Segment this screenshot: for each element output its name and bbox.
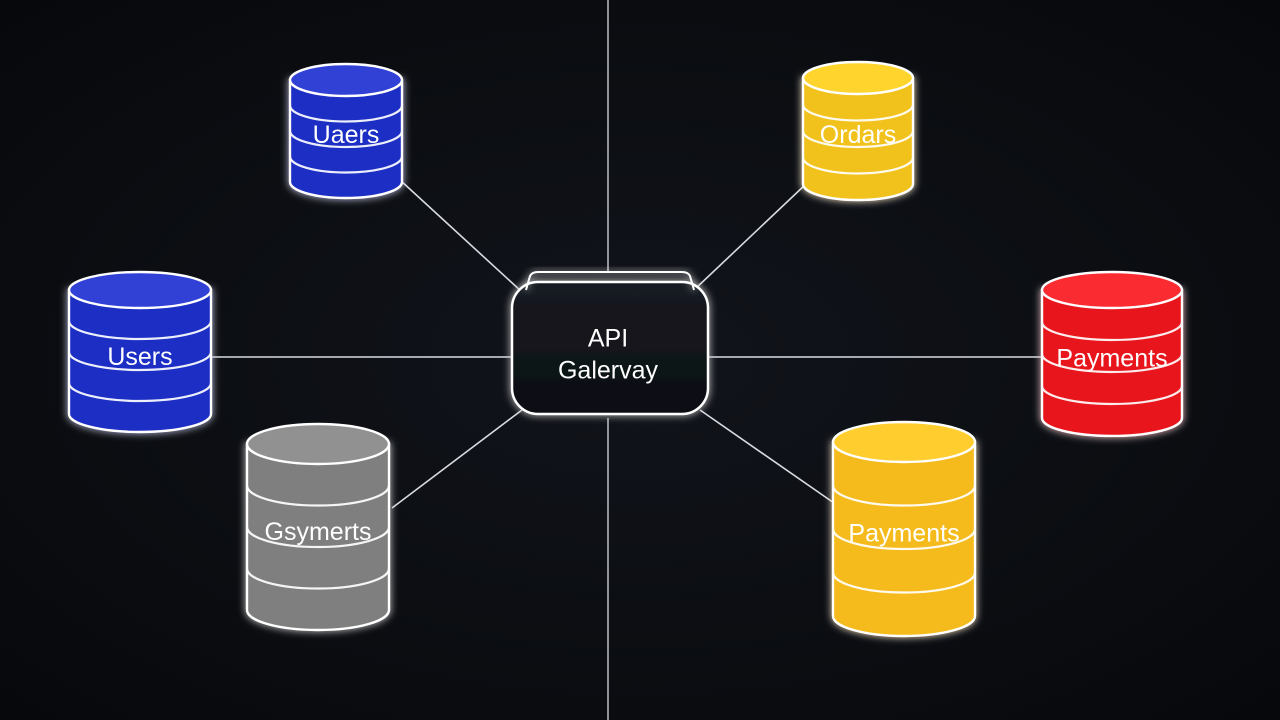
cylinder-body (67, 288, 213, 434)
gateway-label-line2: Galervay (558, 357, 659, 385)
cylinder-band (245, 485, 391, 507)
cylinder-body (245, 442, 391, 632)
database-label: Payments (848, 520, 959, 548)
connector-users-top (399, 179, 523, 293)
cylinder-band (288, 156, 404, 174)
cylinder-top (1040, 270, 1184, 310)
cylinder-band (801, 130, 915, 149)
database-label: Users (107, 343, 172, 371)
cylinder-body (288, 78, 404, 200)
connector-payments-yellow (699, 409, 835, 504)
cylinder-band (1040, 385, 1184, 406)
cylinder-band (245, 568, 391, 590)
db-users-left[interactable]: Users (67, 270, 213, 434)
cylinder-band (801, 157, 915, 175)
db-payments-yellow[interactable]: Payments (831, 420, 977, 638)
cylinder-band (1040, 321, 1184, 342)
api-gateway-node[interactable]: API Galervay (510, 271, 710, 416)
gateway-label-line1: API (588, 325, 628, 353)
cylinder-band (288, 105, 404, 123)
cylinder-band (288, 130, 404, 149)
cylinder-band (831, 485, 977, 507)
database-label: Uaers (313, 121, 380, 149)
cylinder-band (831, 528, 977, 551)
database-label: Ordars (820, 121, 896, 149)
cylinder-band (67, 382, 213, 403)
cylinder-band (801, 104, 915, 122)
db-orders[interactable]: Ordars (801, 60, 915, 202)
cylinder-band (245, 526, 391, 549)
cylinder-top (288, 62, 404, 98)
cylinder-band (67, 351, 213, 372)
db-payments-red[interactable]: Payments (1040, 270, 1184, 438)
cylinder-top (245, 422, 391, 466)
cylinder-top (801, 60, 915, 96)
db-users-top[interactable]: Uaers (288, 62, 404, 200)
cylinder-body (831, 440, 977, 638)
cylinder-band (67, 320, 213, 341)
database-label: Payments (1056, 345, 1167, 373)
cylinder-band (831, 572, 977, 594)
db-gsymerts[interactable]: Gsymerts (245, 422, 391, 632)
cylinder-body (801, 76, 915, 202)
database-label: Gsymerts (265, 518, 372, 546)
cylinder-top (831, 420, 977, 464)
connector-gsymerts (391, 409, 523, 509)
connector-orders (693, 183, 807, 291)
cylinder-band (1040, 353, 1184, 374)
cylinder-body (1040, 288, 1184, 438)
cylinder-top (67, 270, 213, 310)
